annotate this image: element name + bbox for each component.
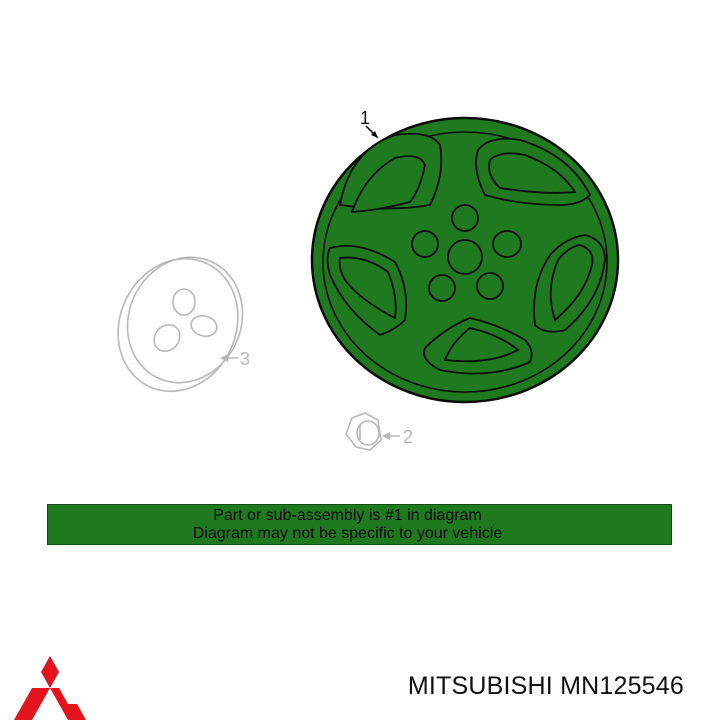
notice-line-1: Part or sub-assembly is #1 in diagram — [213, 506, 482, 524]
callout-3: 3 — [220, 349, 250, 369]
part-number-label: MITSUBISHI MN125546 — [407, 672, 684, 700]
notice-line-2: Diagram may not be specific to your vehi… — [192, 524, 503, 542]
callout-2: 2 — [382, 427, 413, 447]
diagram-notice-banner: Part or sub-assembly is #1 in diagram Di… — [47, 504, 672, 545]
wheel-lug-holes — [411, 204, 522, 302]
callout-2-number: 2 — [403, 427, 413, 447]
callout-1-number: 1 — [360, 108, 370, 128]
wheel-spoke-windows — [326, 132, 606, 375]
three-diamond-logo-icon — [14, 656, 86, 720]
wheel-part-1[interactable] — [310, 116, 620, 404]
callout-1: 1 — [360, 108, 379, 139]
callout-3-number: 3 — [240, 349, 250, 369]
hub-cap-part-3[interactable] — [97, 238, 263, 411]
lug-nut-part-2[interactable] — [345, 412, 382, 451]
